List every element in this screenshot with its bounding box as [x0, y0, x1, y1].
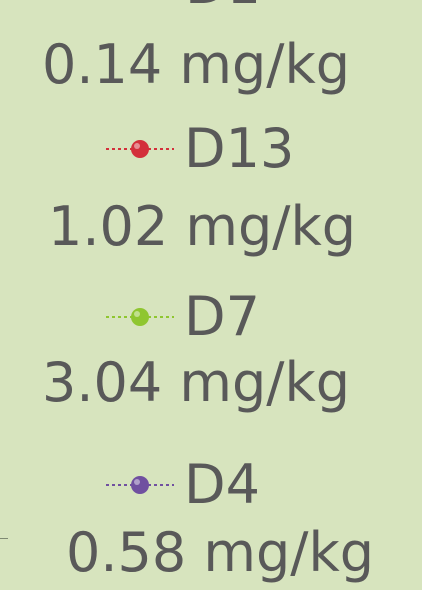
series-marker-d7 — [106, 306, 174, 328]
legend-series-name-d13: D13 — [184, 117, 295, 180]
series-point-d13 — [131, 140, 149, 158]
legend-dose-d13: 1.02 mg/kg — [48, 195, 357, 258]
legend-series-name-d7: D7 — [184, 285, 260, 348]
legend-series-name-d4: D4 — [184, 453, 260, 516]
legend-series-line-d4: D4 — [106, 450, 260, 520]
legend-dose-d7: 3.04 mg/kg — [42, 351, 351, 414]
series-point-d13-highlight — [134, 143, 140, 149]
series-marker-d13 — [106, 138, 174, 160]
series-marker-d7-svg — [106, 308, 174, 326]
legend-series-line-d13: D13 — [106, 114, 294, 184]
series-point-d7-highlight — [134, 311, 140, 317]
legend-dose-d1: 0.14 mg/kg — [42, 33, 351, 96]
axis-stub — [0, 538, 8, 539]
legend-series-name-d1: D1 — [185, 0, 261, 12]
series-marker-d13-svg — [106, 140, 174, 158]
series-point-d4-highlight — [134, 479, 140, 485]
legend-dose-d4: 0.58 mg/kg — [66, 521, 375, 584]
series-point-d7 — [131, 308, 149, 326]
legend-series-line-d7: D7 — [106, 282, 260, 352]
series-marker-d4-svg — [106, 476, 174, 494]
series-marker-d4 — [106, 474, 174, 496]
series-point-d4 — [131, 476, 149, 494]
